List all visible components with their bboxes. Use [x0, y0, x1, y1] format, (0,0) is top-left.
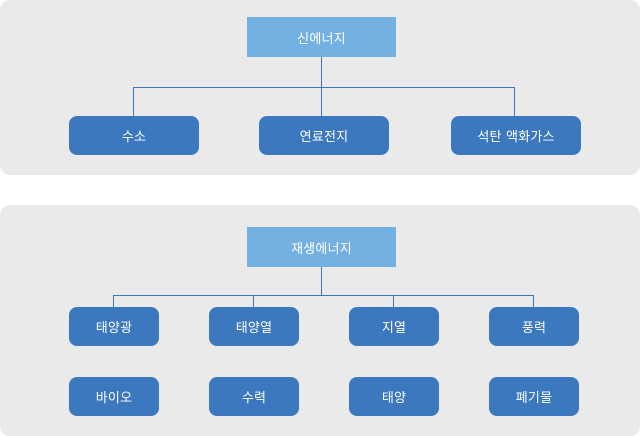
node-waste: 폐기물 [489, 377, 579, 416]
connector-line [393, 295, 394, 307]
node-hydrogen: 수소 [69, 116, 199, 155]
connector-line [533, 295, 534, 307]
connector-line [321, 267, 322, 295]
node-hydro: 수력 [209, 377, 299, 416]
node-solar-thermal: 태양열 [209, 307, 299, 346]
connector-line [321, 57, 322, 87]
node-coal-liquefied-gas: 석탄 액화가스 [451, 116, 581, 155]
renewable-energy-panel: 재생에너지 태양광 태양열 지열 풍력 바이오 수력 태양 폐기물 [0, 205, 640, 436]
connector-line [133, 87, 134, 116]
connector-line [514, 87, 515, 116]
node-bio: 바이오 [69, 377, 159, 416]
new-energy-panel: 신에너지 수소 연료전지 석탄 액화가스 [0, 0, 640, 175]
renewable-energy-title: 재생에너지 [247, 227, 396, 267]
connector-line [133, 87, 515, 88]
node-solar: 태양 [349, 377, 439, 416]
node-geothermal: 지열 [349, 307, 439, 346]
node-wind: 풍력 [489, 307, 579, 346]
node-fuel-cell: 연료전지 [259, 116, 389, 155]
connector-line [113, 295, 114, 307]
connector-line [253, 295, 254, 307]
node-solar-photovoltaic: 태양광 [69, 307, 159, 346]
connector-line [321, 87, 322, 116]
new-energy-title: 신에너지 [247, 17, 396, 57]
connector-line [113, 295, 533, 296]
